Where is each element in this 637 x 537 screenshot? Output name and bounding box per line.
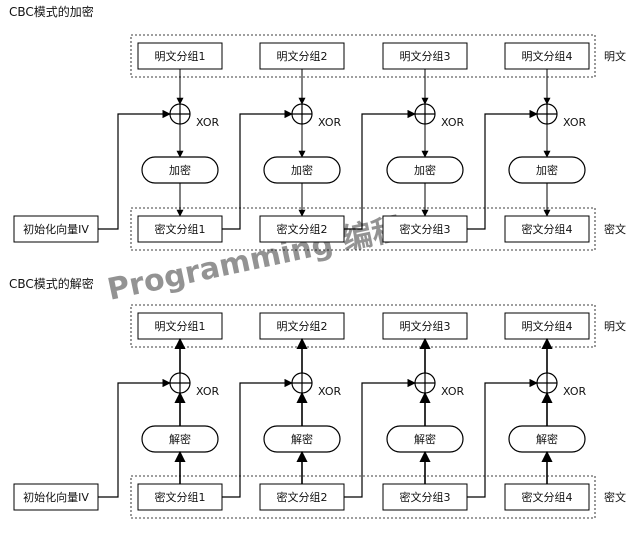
plaintext-block-label: 明文分组3 [400, 319, 451, 333]
plaintext-block [382, 42, 468, 70]
iv-chain-line [98, 378, 171, 498]
ciphertext-block-label: 密文分组4 [522, 490, 573, 504]
ciphertext-block [504, 215, 590, 243]
ciphertext-block-label: 密文分组1 [155, 490, 206, 504]
plaintext-side-label: 明文 [604, 49, 626, 63]
ciphertext-chain-line [222, 378, 293, 498]
iv-chain-line [98, 109, 171, 230]
xor-label: XOR [441, 385, 464, 398]
xor-label: XOR [196, 116, 219, 129]
plaintext-block [504, 42, 590, 70]
xor-label: XOR [318, 116, 341, 129]
ciphertext-block-label: 密文分组2 [277, 490, 328, 504]
ciphertext-block-label: 密文分组3 [400, 490, 451, 504]
ciphertext-chain-line [344, 378, 416, 498]
ciphertext-block [382, 215, 468, 243]
ciphertext-block-label: 密文分组1 [155, 222, 206, 236]
ciphertext-group-border [130, 475, 596, 519]
plaintext-group-border [130, 304, 596, 348]
ciphertext-block-label: 密文分组3 [400, 222, 451, 236]
plaintext-block-label: 明文分组4 [522, 319, 573, 333]
plaintext-group-border [130, 34, 596, 78]
plaintext-block [382, 312, 468, 340]
cipher-operation-label: 加密 [169, 163, 191, 177]
ciphertext-side-label: 密文 [604, 222, 626, 236]
cipher-operation-label: 解密 [414, 432, 436, 446]
ciphertext-group-border [130, 207, 596, 251]
ciphertext-chain-line [344, 109, 416, 230]
ciphertext-chain-line [467, 109, 538, 230]
xor-label: XOR [441, 116, 464, 129]
xor-label: XOR [318, 385, 341, 398]
cipher-operation-label: 解密 [536, 432, 558, 446]
encrypt-title: CBC模式的加密 [9, 4, 94, 19]
iv-label: 初始化向量IV [23, 490, 89, 504]
xor-label: XOR [563, 385, 586, 398]
plaintext-block-label: 明文分组1 [155, 319, 206, 333]
ciphertext-block-label: 密文分组4 [522, 222, 573, 236]
xor-label: XOR [563, 116, 586, 129]
plaintext-block-label: 明文分组3 [400, 49, 451, 63]
plaintext-side-label: 明文 [604, 319, 626, 333]
cipher-operation-label: 解密 [291, 432, 313, 446]
iv-box [13, 483, 99, 511]
decrypt-title: CBC模式的解密 [9, 276, 94, 291]
plaintext-block-label: 明文分组1 [155, 49, 206, 63]
ciphertext-block [137, 483, 223, 511]
iv-label: 初始化向量IV [23, 222, 89, 236]
ciphertext-block-label: 密文分组2 [277, 222, 328, 236]
plaintext-block [137, 312, 223, 340]
iv-box [13, 215, 99, 243]
cipher-operation-label: 加密 [414, 163, 436, 177]
cipher-operation-label: 解密 [169, 432, 191, 446]
cipher-operation-label: 加密 [536, 163, 558, 177]
ciphertext-side-label: 密文 [604, 490, 626, 504]
plaintext-block-label: 明文分组2 [277, 49, 328, 63]
ciphertext-chain-line [467, 378, 538, 498]
plaintext-block-label: 明文分组4 [522, 49, 573, 63]
xor-label: XOR [196, 385, 219, 398]
ciphertext-chain-line [222, 109, 293, 230]
plaintext-block-label: 明文分组2 [277, 319, 328, 333]
cipher-operation-label: 加密 [291, 163, 313, 177]
plaintext-block [259, 42, 345, 70]
